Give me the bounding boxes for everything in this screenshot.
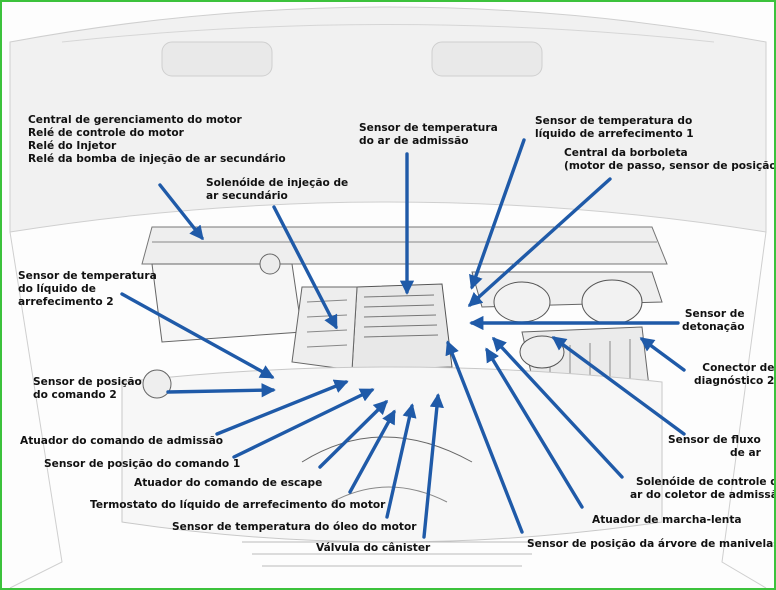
label-ecu-group: Central de gerenciamento do motor Relé d… — [28, 114, 286, 165]
engine-line-art — [9, 6, 767, 588]
arrow-intake-cam-actuator — [215, 379, 349, 436]
arrow-secondary-air-solenoid — [272, 205, 338, 330]
arrow-exhaust-cam-actuator — [318, 399, 389, 469]
arrow-diag-connector-2 — [639, 337, 686, 372]
arrow-manifold-solenoid — [492, 336, 624, 479]
label-coolant-temp-1: Sensor de temperatura do líquido de arre… — [535, 115, 694, 140]
arrow-coolant-temp-2 — [120, 292, 275, 379]
label-coolant-temp-2: Sensor de temperatura do líquido de arre… — [18, 270, 157, 308]
arrow-coolant-temp-1 — [469, 138, 526, 290]
arrow-idle-actuator — [485, 347, 584, 509]
arrow-ecu — [158, 183, 204, 241]
label-crank-position: Sensor de posição da árvore de manivelas — [527, 538, 776, 550]
label-air-flow: Sensor de fluxo de ar — [668, 434, 761, 459]
arrow-thermostat — [348, 409, 396, 494]
label-cam-position-2: Sensor de posição do comando 2 — [33, 376, 142, 401]
label-manifold-solenoid: Solenóide de controle do ar do coletor d… — [630, 476, 774, 501]
label-canister-valve: Válvula do cânister — [316, 542, 431, 554]
label-idle-actuator: Atuador de marcha-lenta — [592, 514, 742, 526]
arrow-throttle-body — [467, 177, 612, 307]
arrow-crank-position — [445, 340, 524, 534]
label-cam-position-1: Sensor de posição do comando 1 — [44, 458, 241, 470]
label-thermostat: Termostato do líquido de arrefecimento d… — [90, 499, 386, 511]
arrow-oil-temp — [385, 403, 417, 519]
label-intake-cam-actuator: Atuador do comando de admissão — [20, 435, 224, 447]
arrow-cam-position-2 — [166, 383, 276, 398]
arrow-air-flow — [551, 336, 686, 436]
label-throttle-body: Central da borboleta (motor de passo, se… — [564, 147, 776, 172]
arrow-canister-valve — [422, 393, 444, 539]
label-intake-air-temp: Sensor de temperatura do ar de admissão — [359, 122, 498, 147]
callout-arrows — [120, 138, 686, 539]
label-diag-connector-2: Conector de diagnóstico 2 — [694, 362, 775, 387]
arrow-cam-position-1 — [232, 388, 375, 459]
label-exhaust-cam-actuator: Atuador do comando de escape — [134, 477, 323, 489]
label-knock-sensor: Sensor de detonação — [682, 308, 745, 333]
label-oil-temp: Sensor de temperatura do óleo do motor — [172, 521, 417, 533]
label-secondary-air-solenoid: Solenóide de injeção de ar secundário — [206, 177, 349, 202]
